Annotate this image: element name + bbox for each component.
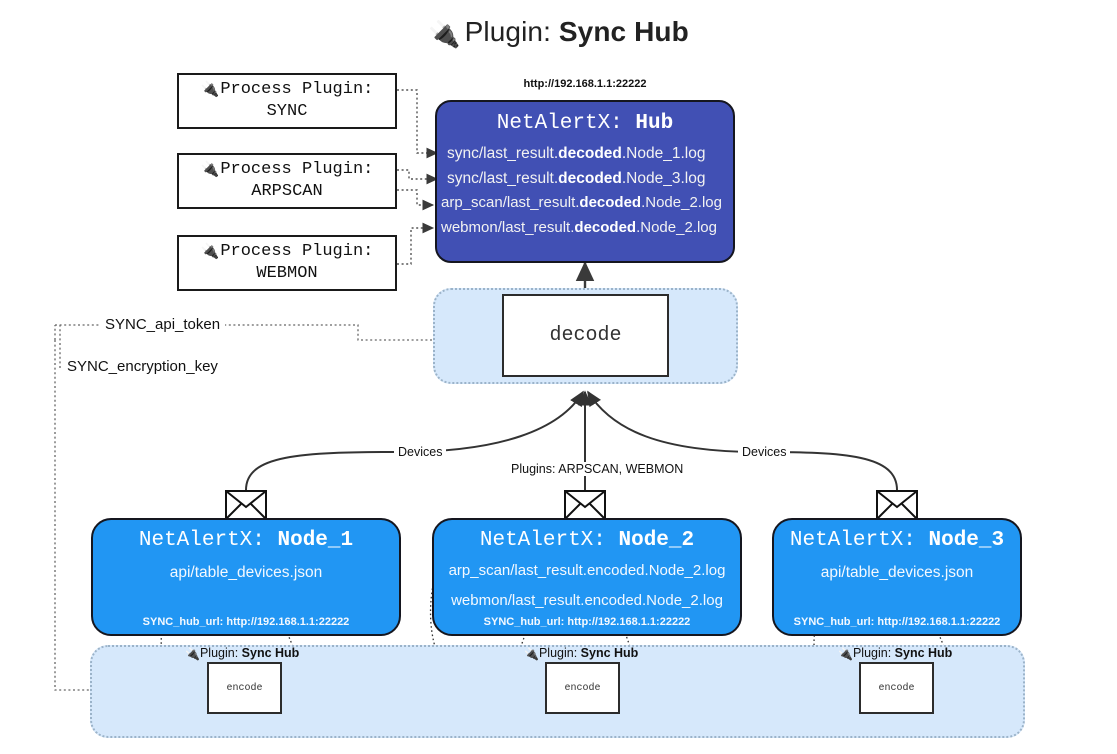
process-plugin-sync[interactable]: 🔌Process Plugin: SYNC — [177, 73, 397, 129]
node-title: NetAlertX: Node_3 — [789, 529, 1005, 552]
node-footer: SYNC_hub_url: http://192.168.1.1:22222 — [483, 616, 691, 628]
hub-log-line: webmon/last_result.decoded.Node_2.log — [441, 218, 717, 236]
node-footer: SYNC_hub_url: http://192.168.1.1:22222 — [793, 616, 1001, 628]
node-line: api/table_devices.json — [820, 564, 974, 581]
hub-log-line: sync/last_result.decoded.Node_1.log — [447, 145, 706, 162]
node-line: arp_scan/last_result.encoded.Node_2.log — [448, 562, 726, 579]
node-footer: SYNC_hub_url: http://192.168.1.1:22222 — [142, 616, 350, 628]
plug-icon: 🔌 — [200, 81, 220, 99]
token-label-encryption: SYNC_encryption_key — [62, 358, 223, 375]
encode-box-node1[interactable]: encode — [207, 662, 282, 714]
encode-box-node3[interactable]: encode — [859, 662, 934, 714]
node-2[interactable]: NetAlertX: Node_2 arp_scan/last_result.e… — [432, 518, 742, 636]
node-title: NetAlertX: Node_1 — [138, 529, 354, 552]
node-line: webmon/last_result.encoded.Node_2.log — [451, 592, 723, 610]
edge-label-devices-right: Devices — [738, 445, 791, 459]
plugin-tag-node3: 🔌Plugin: Sync Hub — [838, 646, 953, 661]
node-3[interactable]: NetAlertX: Node_3 api/table_devices.json… — [772, 518, 1022, 636]
process-plugin-label: Process Plugin: — [220, 159, 374, 179]
node-1[interactable]: NetAlertX: Node_1 api/table_devices.json… — [91, 518, 401, 636]
envelope-icon-node3 — [876, 490, 918, 520]
page-title: 🔌Plugin: Sync Hub — [0, 16, 1117, 50]
process-plugin-webmon[interactable]: 🔌Process Plugin: WEBMON — [177, 235, 397, 291]
plug-icon: 🔌 — [200, 161, 220, 179]
envelope-icon-node1 — [225, 490, 267, 520]
process-plugin-label: Process Plugin: — [220, 241, 374, 261]
envelope-icon-node2 — [564, 490, 606, 520]
encode-box-node2[interactable]: encode — [545, 662, 620, 714]
node-title: NetAlertX: Node_2 — [479, 529, 695, 552]
title-prefix: Plugin: — [464, 16, 551, 47]
process-plugin-label: Process Plugin: — [220, 79, 374, 99]
hub-log-line: arp_scan/last_result.decoded.Node_2.log — [441, 194, 722, 212]
edge-label-devices-left: Devices — [394, 445, 447, 459]
hub-log-line: sync/last_result.decoded.Node_3.log — [447, 170, 706, 188]
token-label-api: SYNC_api_token — [100, 316, 226, 333]
plugin-tag-node1: 🔌Plugin: Sync Hub — [185, 646, 300, 661]
plug-icon: 🔌 — [200, 243, 220, 261]
plug-icon: 🔌 — [524, 647, 539, 661]
hub-title: NetAlertX: Hub — [496, 112, 674, 135]
plug-icon: 🔌 — [838, 647, 853, 661]
hub-node[interactable]: NetAlertX: Hub sync/last_result.decoded.… — [435, 100, 735, 263]
hub-url-label: http://192.168.1.1:22222 — [523, 78, 647, 90]
title-name: Sync Hub — [558, 16, 689, 47]
decode-box[interactable]: decode — [502, 294, 669, 377]
plugin-tag-node2: 🔌Plugin: Sync Hub — [524, 646, 639, 661]
node-line: api/table_devices.json — [169, 564, 323, 581]
plug-icon: 🔌 — [428, 19, 461, 49]
edge-label-plugins-center: Plugins: ARPSCAN, WEBMON — [507, 462, 688, 476]
process-plugin-name: WEBMON — [256, 264, 318, 283]
process-plugin-arpscan[interactable]: 🔌Process Plugin: ARPSCAN — [177, 153, 397, 209]
process-plugin-name: ARPSCAN — [251, 182, 323, 201]
process-plugin-name: SYNC — [266, 102, 308, 121]
plug-icon: 🔌 — [185, 647, 200, 661]
